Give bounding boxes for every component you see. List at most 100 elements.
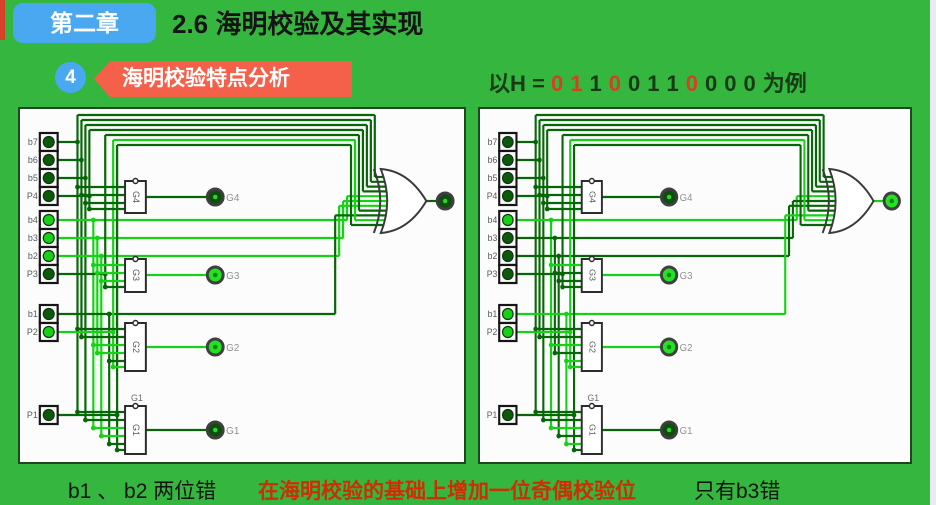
svg-text:G3: G3: [226, 271, 240, 282]
h-bit: 0: [608, 71, 621, 96]
svg-text:G3: G3: [588, 269, 598, 281]
svg-text:P1: P1: [27, 410, 38, 420]
svg-text:b5: b5: [28, 173, 38, 183]
input-pin-P2: P2: [487, 321, 518, 343]
svg-text:b7: b7: [28, 137, 38, 147]
h-bit: 0: [550, 71, 564, 96]
svg-text:b3: b3: [28, 233, 38, 243]
input-pin-b2: b2: [28, 245, 59, 267]
svg-text:P3: P3: [27, 269, 38, 279]
input-pin-b6: b6: [488, 149, 518, 171]
example-prefix: 以H =: [488, 71, 551, 96]
xor-gate-G3: G3: [124, 255, 147, 293]
input-pin-b3: b3: [488, 227, 518, 249]
svg-text:b5: b5: [488, 173, 498, 183]
input-pin-b7: b7: [28, 131, 59, 153]
svg-text:P4: P4: [27, 191, 38, 201]
svg-text:P2: P2: [487, 327, 498, 337]
input-pin-b5: b5: [28, 167, 59, 189]
h-bit: 0: [724, 71, 737, 96]
svg-text:b7: b7: [488, 137, 498, 147]
svg-text:b1: b1: [488, 309, 498, 319]
svg-text:G3: G3: [680, 271, 693, 282]
h-bit: 1: [589, 71, 602, 96]
svg-text:G1: G1: [131, 424, 141, 436]
h-bit: 0: [743, 71, 756, 96]
input-pin-P1: P1: [487, 404, 518, 426]
svg-text:b2: b2: [488, 251, 498, 261]
svg-text:G4: G4: [680, 193, 693, 204]
led-G4: G4: [205, 187, 240, 207]
parity-led: [435, 191, 455, 211]
input-pin-P3: P3: [27, 263, 59, 285]
xor-gate-G2: G2: [124, 319, 147, 372]
parity-led: [882, 191, 901, 211]
caption-extra-parity-note: 在海明校验的基础上增加一位奇偶校验位: [258, 480, 636, 503]
led-G3: G3: [205, 265, 240, 285]
svg-text:b3: b3: [488, 233, 498, 243]
svg-text:b6: b6: [28, 155, 38, 165]
xor-gate-G4: G4: [580, 177, 603, 214]
svg-text:G1: G1: [680, 426, 693, 437]
svg-text:G1: G1: [588, 393, 600, 403]
slide-edge-red-strip: [0, 0, 5, 40]
input-pin-b5: b5: [488, 167, 518, 189]
h-bit: 1: [570, 71, 583, 96]
h-bit: 0: [685, 71, 698, 96]
svg-text:b2: b2: [28, 251, 38, 261]
page-title: 2.6 海明校验及其实现: [172, 9, 424, 39]
led-G1: G1: [659, 420, 693, 440]
svg-text:G3: G3: [131, 269, 141, 281]
h-bit: 0: [627, 71, 641, 96]
step-number-badge: 4: [55, 62, 86, 93]
input-pin-P2: P2: [27, 321, 59, 343]
svg-text:b1: b1: [28, 309, 38, 319]
svg-text:G2: G2: [680, 343, 693, 354]
input-pin-b4: b4: [28, 209, 59, 231]
xor-gate-G4: G4: [124, 177, 147, 214]
svg-text:G4: G4: [588, 191, 598, 203]
svg-text:G2: G2: [131, 341, 141, 353]
input-pin-P3: P3: [487, 263, 518, 285]
svg-text:b4: b4: [488, 215, 498, 225]
svg-text:P3: P3: [487, 269, 498, 279]
h-bit: 0: [704, 71, 718, 96]
h-bit: 1: [647, 71, 660, 96]
led-G4: G4: [659, 187, 693, 207]
caption-two-bit-error: b1 、 b2 两位错: [68, 480, 217, 503]
final-xor-gate: [372, 167, 428, 235]
svg-text:G4: G4: [131, 191, 141, 203]
svg-text:b6: b6: [488, 155, 498, 165]
svg-text:G1: G1: [131, 393, 143, 403]
svg-text:G1: G1: [226, 426, 240, 437]
final-xor-gate: [821, 167, 875, 235]
chapter-badge: 第二章: [13, 3, 156, 43]
input-pin-b6: b6: [28, 149, 59, 171]
section-banner: 海明校验特点分析: [94, 61, 352, 97]
xor-gate-G2: G2: [580, 319, 603, 372]
svg-text:G4: G4: [226, 193, 240, 204]
input-pin-P4: P4: [27, 185, 59, 207]
svg-text:P1: P1: [487, 410, 498, 420]
caption-single-bit-error: 只有b3错: [694, 480, 781, 503]
led-G2: G2: [205, 337, 240, 357]
svg-text:P2: P2: [27, 327, 38, 337]
input-pin-b4: b4: [488, 209, 518, 231]
input-pin-P1: P1: [27, 404, 59, 426]
svg-text:b4: b4: [28, 215, 38, 225]
example-suffix: 为例: [762, 71, 807, 96]
svg-text:G2: G2: [226, 343, 240, 354]
led-G3: G3: [659, 265, 693, 285]
svg-text:G1: G1: [588, 424, 598, 436]
h-bit: 1: [666, 71, 679, 96]
xor-gate-G3: G3: [580, 255, 603, 293]
